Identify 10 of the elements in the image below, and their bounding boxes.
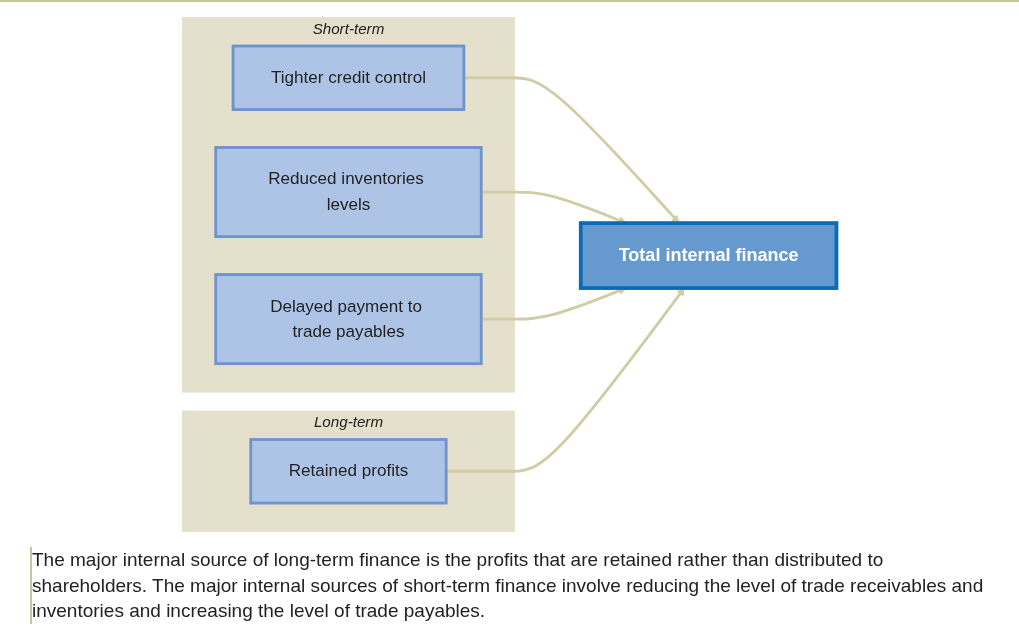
cluster xyxy=(182,410,515,532)
node-box xyxy=(214,146,483,239)
node-box xyxy=(578,221,839,290)
node-box xyxy=(214,273,483,366)
node-box xyxy=(231,44,466,111)
arrow xyxy=(463,76,680,224)
flowchart-diagram: Short-term Long-term Retained profits Total internal finance Tighter credit control Reduced inventories levels Delayed payment to trade payables xyxy=(8,10,1011,540)
cluster xyxy=(182,17,515,393)
node-box xyxy=(249,438,448,505)
caption: The major internal source of long-term finance is the profits that are retained rather than distributed to shareholders. The major internal sources of short-term finance involve reducing the level of trade receivables and inventories and increasing the level of trade payables. xyxy=(30,547,999,624)
